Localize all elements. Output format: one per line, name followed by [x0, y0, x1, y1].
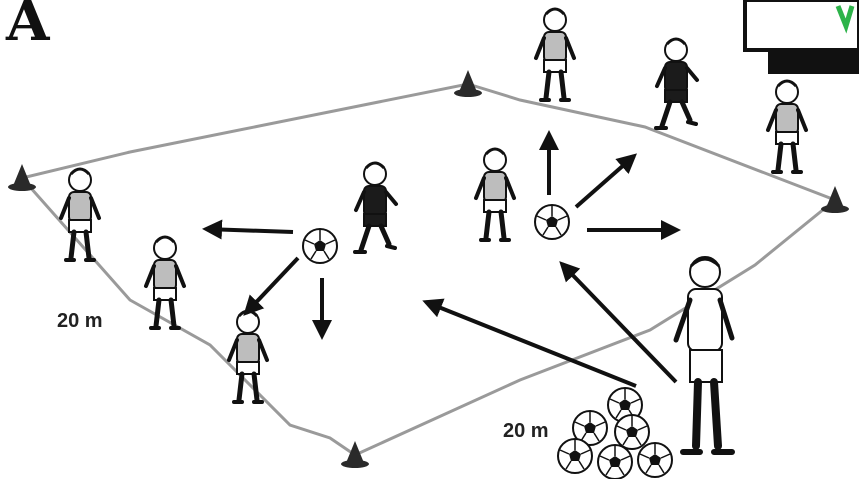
player-figure: [768, 81, 806, 172]
soccer-ball-icon: [534, 204, 570, 240]
cone-icon: [454, 70, 482, 97]
player-figure: [656, 39, 697, 128]
cone-icon: [8, 164, 36, 191]
player-figure: [61, 169, 99, 260]
arrow-icon: [243, 256, 300, 316]
arrow-icon: [574, 153, 638, 209]
arrow-icon: [422, 298, 637, 388]
player-figure: [476, 149, 514, 240]
coach-figure: [673, 256, 735, 455]
player-figure: [229, 311, 267, 402]
cone-icon: [341, 441, 369, 468]
width-label: 20 m: [57, 310, 103, 332]
player-figure: [355, 163, 396, 252]
length-label: 20 m: [503, 420, 549, 442]
arrow-icon: [559, 261, 678, 384]
section-letter: A: [5, 0, 51, 54]
badge-icon: [743, 0, 859, 74]
arrow-icon: [202, 219, 294, 240]
player-figure: [536, 9, 574, 100]
soccer-ball-icon: [302, 228, 338, 264]
ball-pile: [557, 387, 673, 479]
cone-icon: [821, 186, 849, 213]
player-figure: [146, 237, 184, 328]
pass-arrows: [202, 130, 681, 388]
